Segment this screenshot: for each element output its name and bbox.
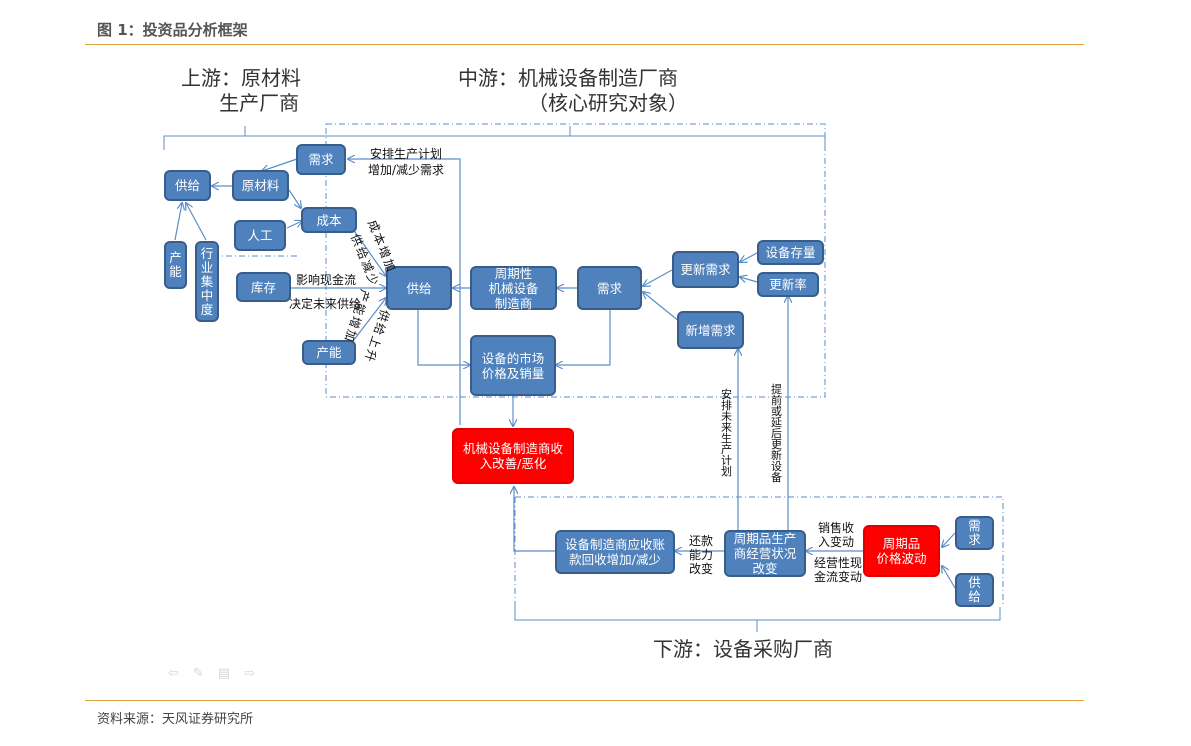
slide-toolbar: ⇦ ✎ ▤ ⇨ xyxy=(168,666,255,681)
new-demand-node: 新增需求 xyxy=(677,311,744,349)
midstream-subtitle: （核心研究对象） xyxy=(528,91,688,115)
cyclical-maker-node: 周期性 机械设备 制造商 xyxy=(470,266,557,311)
menu-icon[interactable]: ▤ xyxy=(217,666,231,681)
mid-demand-node: 需求 xyxy=(577,266,642,310)
cyclical-producer-node: 周期品生产 商经营状况 改变 xyxy=(724,530,806,577)
top-brace xyxy=(163,135,826,150)
renewal-demand-node: 更新需求 xyxy=(672,251,739,288)
prev-arrow-icon[interactable]: ⇦ xyxy=(168,666,179,681)
demand-top-node: 需求 xyxy=(296,144,346,175)
next-arrow-icon[interactable]: ⇨ xyxy=(244,666,256,681)
down-supply-node: 供 给 xyxy=(955,573,994,607)
advance-delay-label: 提 前 或 延 后 更 新 设 备 xyxy=(771,383,782,484)
capacity-v-node: 产 能 xyxy=(164,241,187,289)
upstream-supply-node: 供给 xyxy=(164,170,211,201)
capacity-node: 产能 xyxy=(302,340,356,365)
midstream-region xyxy=(325,123,826,398)
downstream-title: 下游：设备采购厂商 xyxy=(653,637,833,661)
figure-title: 图 1：投资品分析框架 xyxy=(97,21,248,39)
industry-concentration-node: 行 业 集 中 度 xyxy=(195,241,219,322)
equipment-stock-node: 设备存量 xyxy=(757,240,824,265)
midstream-title: 中游：机械设备制造厂商 xyxy=(458,66,678,90)
down-demand-node: 需 求 xyxy=(955,516,994,550)
raw-material-node: 原材料 xyxy=(232,170,289,201)
repay-change-label: 还款 能力 改变 xyxy=(689,534,714,576)
labor-node: 人工 xyxy=(234,220,286,251)
upstream-title: 上游：原材料 生产厂商 xyxy=(181,66,301,115)
top-rule xyxy=(85,44,1084,45)
figure-source: 资料来源：天风证券研究所 xyxy=(97,712,254,727)
cyclical-price-node: 周期品 价格波动 xyxy=(863,525,940,577)
schedule-label-1: 安排生产计划 xyxy=(370,147,443,161)
maker-revenue-node: 机械设备制造商收 入改善/恶化 xyxy=(452,428,574,484)
pen-icon[interactable]: ✎ xyxy=(192,666,204,681)
bottom-brace xyxy=(514,607,1001,621)
sales-income-label: 销售收 入变动 xyxy=(818,521,855,549)
cost-node: 成本 xyxy=(301,207,357,233)
operating-cash-label: 经营性现 金流变动 xyxy=(814,556,863,584)
market-price-sales-node: 设备的市场 价格及销量 xyxy=(470,335,556,396)
inventory-node: 库存 xyxy=(236,272,291,302)
decide-supply-label: 决定未来供给 xyxy=(289,297,362,311)
plan-future-label: 安 排 未 来 生 产 计 划 xyxy=(721,388,732,478)
mid-supply-node: 供给 xyxy=(386,266,452,310)
renewal-rate-node: 更新率 xyxy=(757,272,819,297)
bottom-rule xyxy=(85,700,1084,701)
cashflow-effect-label: 影响现金流 xyxy=(296,273,357,287)
receivables-node: 设备制造商应收账 款回收增加/减少 xyxy=(555,530,675,574)
schedule-label-2: 增加/减少需求 xyxy=(368,163,445,177)
downstream-region xyxy=(514,496,1004,607)
